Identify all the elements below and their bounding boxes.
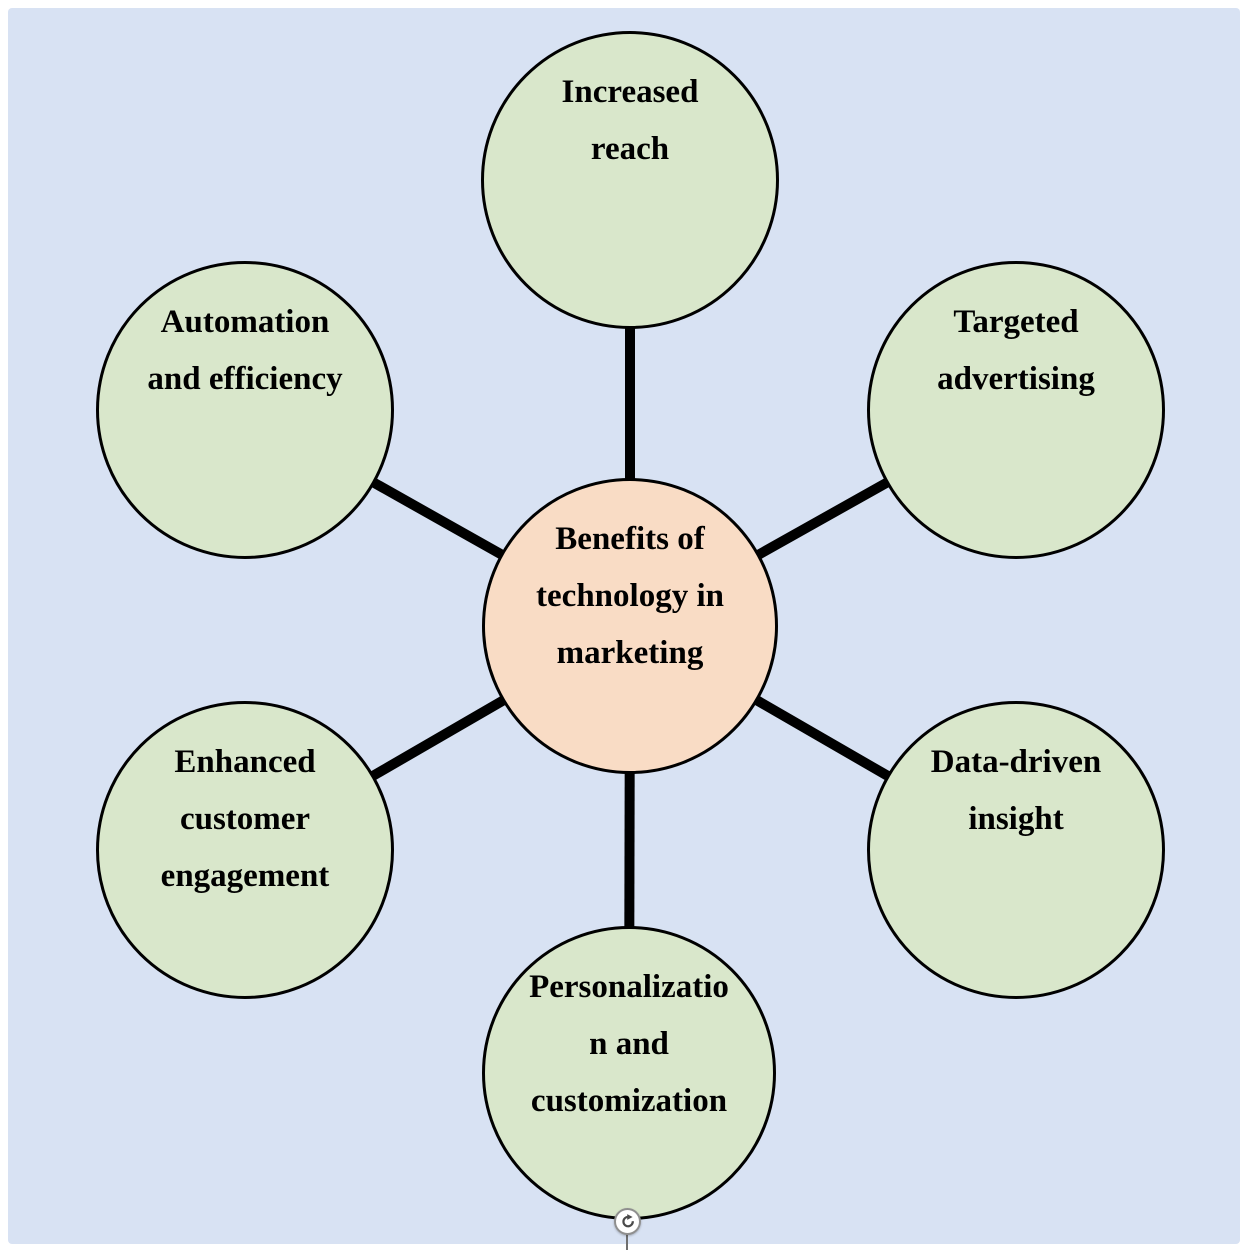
node-circle-personalization-customization[interactable]: Personalizatio n and customization [482,926,776,1220]
node-label-line: customer [179,801,311,837]
node-circle-enhanced-customer-engagement[interactable]: Enhanced customer engagement [96,701,394,999]
node-label: Enhanced customer engagement [99,734,391,905]
node-label: Automation and efficiency [99,294,391,408]
node-circle-targeted-advertising[interactable]: Targeted advertising [867,261,1165,559]
node-label-line: Personalizatio [529,969,729,1005]
hub-label-line: Benefits of [555,521,705,557]
node-label-line: reach [590,131,670,167]
hub-label: Benefits of technology in marketing [485,511,775,682]
node-label-line: Increased [561,74,699,110]
rotate-handle[interactable] [614,1208,641,1235]
node-circle-increased-reach[interactable]: Increased reach [481,31,779,329]
node-label-line: n and [589,1026,669,1062]
node-circle-data-driven-insight[interactable]: Data-driven insight [867,701,1165,999]
node-label: Increased reach [484,64,776,178]
node-label-line: Automation [160,304,330,340]
node-label-line: customization [530,1083,728,1119]
node-label-line: Enhanced [174,744,316,780]
node-label-line: engagement [160,858,330,894]
hub-label-line: technology in [536,578,724,614]
node-label: Personalizatio n and customization [485,959,773,1130]
node-label-line: Targeted [953,304,1079,340]
node-label-line: advertising [937,361,1095,397]
node-label: Data-driven insight [870,734,1162,848]
rotate-clockwise-icon [622,1214,634,1228]
node-label-line: and efficiency [147,361,343,397]
node-circle-automation-efficiency[interactable]: Automation and efficiency [96,261,394,559]
node-label: Targeted advertising [870,294,1162,408]
rotate-handle-stem [626,1233,628,1250]
hub-label-line: marketing [556,635,704,671]
node-label-line: Data-driven [930,744,1102,780]
hub-circle-benefits-of-technology[interactable]: Benefits of technology in marketing [482,478,778,774]
node-label-line: insight [968,801,1064,837]
